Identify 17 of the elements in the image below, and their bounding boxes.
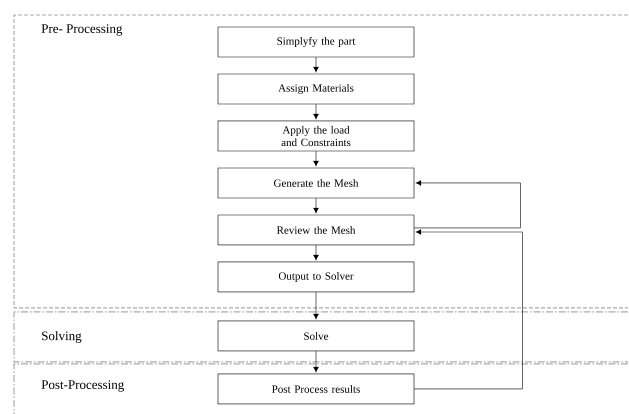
process-box: Post Process results (218, 374, 414, 404)
process-box: Solve (218, 320, 414, 352)
process-box: Generate the Mesh (218, 168, 414, 198)
arrow (313, 57, 319, 72)
process-box: Assign Materials (218, 74, 414, 104)
arrow (414, 229, 523, 390)
process-box: Simplyfy the part (218, 26, 414, 58)
process-box: Output to Solver (218, 262, 414, 292)
arrow (313, 350, 319, 372)
arrow (313, 150, 319, 166)
process-box: Apply the load and Constraints (218, 120, 414, 152)
process-box: Review the Mesh (218, 214, 414, 246)
arrow (313, 198, 319, 214)
arrow (313, 244, 319, 260)
arrow (313, 104, 319, 120)
arrow (313, 292, 319, 320)
arrow (414, 180, 521, 228)
